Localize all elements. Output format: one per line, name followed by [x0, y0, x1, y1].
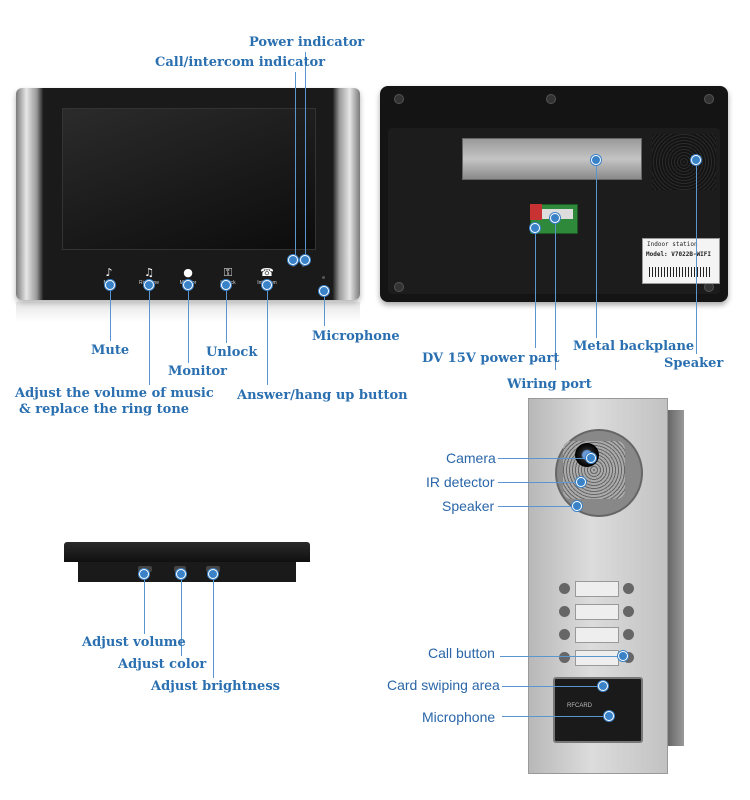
screw-1: [394, 94, 404, 104]
line-monitor: [188, 285, 189, 363]
label-call-indicator: Call/intercom indicator: [155, 55, 326, 70]
line-unlock: [226, 285, 227, 343]
screw-2: [546, 94, 556, 104]
line-wiring-port: [555, 220, 556, 370]
dot-adjust-color: [176, 569, 186, 579]
dot-mute: [105, 280, 115, 290]
line-power-indicator: [305, 52, 306, 258]
line-metal-backplane: [596, 162, 597, 338]
line-adjust-volume: [144, 574, 145, 634]
line-microphone-monitor: [324, 292, 325, 326]
led-power: [292, 264, 295, 267]
intercom-button-icon[interactable]: ☎: [260, 266, 274, 279]
sticker-title: Indoor station: [647, 241, 698, 248]
dot-unlock: [221, 280, 231, 290]
door-station: RFCARD: [528, 398, 668, 774]
label-speaker-door: Speaker: [442, 498, 495, 514]
label-answer-hangup: Answer/hang up button: [237, 388, 408, 403]
side-top: [64, 542, 310, 562]
label-adjust-color: Adjust color: [118, 657, 207, 672]
dot-adjust-volume: [139, 569, 149, 579]
label-microphone-door: Microphone: [422, 709, 496, 725]
sticker-model: Model: V7022B-WIFI: [646, 251, 712, 258]
label-adjust-volume: Adjust volume: [82, 635, 186, 650]
dot-call-button: [618, 651, 628, 661]
metal-backplane: [462, 138, 642, 180]
dot-monitor: [183, 280, 193, 290]
line-ir-detector: [498, 482, 580, 483]
dot-dv-power: [530, 223, 540, 233]
monitor-screen: [62, 108, 316, 250]
line-ringtone: [149, 285, 150, 385]
label-dv-power: DV 15V power part: [422, 351, 560, 366]
call-button-row-2[interactable]: [559, 604, 639, 620]
line-speaker-door: [498, 506, 576, 507]
label-metal-backplane: Metal backplane: [573, 339, 695, 354]
label-adjust-music-1: Adjust the volume of music: [15, 386, 214, 401]
model-sticker: Indoor station Model: V7022B-WIFI: [642, 238, 720, 284]
card-reader-text: RFCARD: [567, 703, 592, 709]
line-adjust-brightness: [213, 574, 214, 678]
dot-speaker-back: [691, 155, 701, 165]
label-adjust-music-2: & replace the ring tone: [19, 402, 190, 417]
dot-card-area: [598, 681, 608, 691]
line-answer: [267, 285, 268, 385]
label-speaker-back: Speaker: [664, 356, 724, 371]
dot-microphone-monitor: [319, 286, 329, 296]
monitor-side-view: [64, 542, 310, 584]
speaker-grille: [652, 134, 716, 190]
line-camera: [498, 458, 590, 459]
call-button-row-1[interactable]: [559, 581, 639, 597]
dot-speaker-door: [572, 501, 582, 511]
label-adjust-brightness: Adjust brightness: [151, 679, 280, 694]
line-speaker-back: [696, 162, 697, 354]
line-card-area: [502, 686, 602, 687]
line-call-indicator: [295, 72, 296, 258]
dot-wiring-port: [550, 213, 560, 223]
line-call-button: [500, 656, 622, 657]
indoor-monitor-back: Indoor station Model: V7022B-WIFI: [380, 86, 728, 302]
dot-call-indicator: [288, 255, 298, 265]
call-button-row-3[interactable]: [559, 627, 639, 643]
unlock-button-icon[interactable]: ⚿: [223, 266, 233, 279]
sticker-barcode: [649, 267, 711, 277]
label-call-button: Call button: [428, 645, 495, 661]
label-power-indicator: Power indicator: [249, 35, 365, 50]
label-ir-detector: IR detector: [426, 474, 495, 490]
label-monitor: Monitor: [168, 364, 227, 379]
dot-ir-detector: [576, 477, 586, 487]
line-mute: [110, 285, 111, 341]
mute-button-icon[interactable]: ♪: [105, 266, 113, 279]
led-call: [302, 264, 305, 267]
line-microphone-door: [502, 716, 608, 717]
mic-hole: [322, 276, 325, 279]
dot-camera: [586, 453, 596, 463]
dot-metal-backplane: [591, 155, 601, 165]
line-adjust-color: [181, 574, 182, 656]
screw-4: [394, 282, 404, 292]
dot-microphone-door: [604, 711, 614, 721]
label-camera: Camera: [446, 450, 496, 466]
label-microphone-monitor: Microphone: [312, 329, 400, 344]
label-card-area: Card swiping area: [387, 677, 500, 693]
label-mute: Mute: [91, 343, 130, 358]
screw-3: [704, 94, 714, 104]
dot-adjust-brightness: [208, 569, 218, 579]
indoor-monitor-front: ♪ Mute ♫ Ringtone ● Monitor ⚿ Unlock ☎ I…: [16, 88, 360, 300]
side-base: [78, 562, 296, 582]
dot-ringtone: [144, 280, 154, 290]
label-wiring-port: Wiring port: [507, 377, 592, 392]
label-unlock: Unlock: [206, 345, 258, 360]
ringtone-button-icon[interactable]: ♫: [144, 266, 154, 279]
power-terminal: [530, 204, 542, 220]
dot-power-indicator: [300, 255, 310, 265]
line-dv-power: [535, 230, 536, 348]
dot-answer: [262, 280, 272, 290]
monitor-button-icon[interactable]: ●: [183, 266, 193, 279]
